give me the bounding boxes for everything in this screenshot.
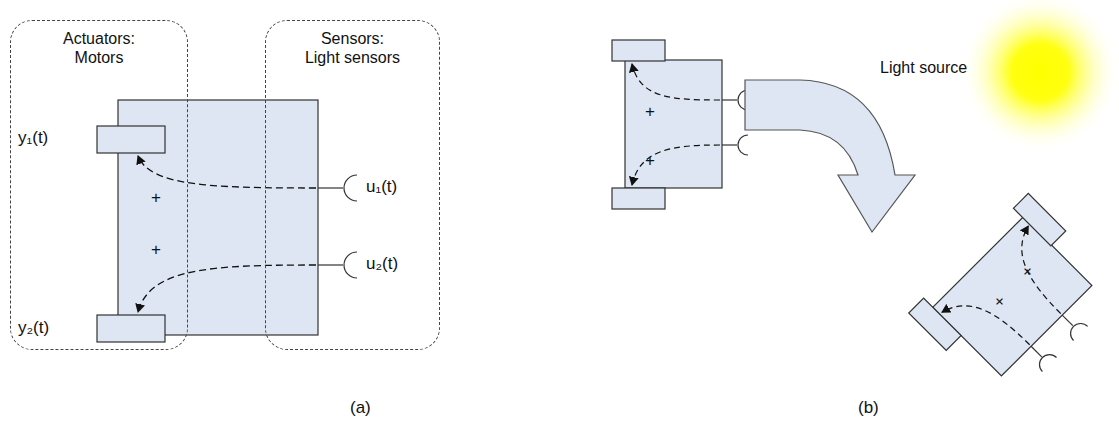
robot-b-end	[909, 193, 1119, 409]
light-glow	[960, 0, 1119, 152]
output-signal: y₂(t)	[18, 318, 49, 338]
region-heading: Actuators: Motors	[49, 29, 149, 67]
panel-label: (a)	[350, 398, 371, 418]
input-signal: u₁(t)	[366, 177, 397, 197]
sign-label: +	[151, 240, 161, 260]
signal-paths-b	[632, 64, 720, 185]
robot-b-start	[612, 40, 722, 209]
sign-label: +	[645, 151, 655, 171]
input-signal: u₂(t)	[366, 254, 398, 274]
robot-a	[97, 100, 318, 342]
signal-paths	[138, 156, 316, 312]
sensor-symbols-b	[722, 90, 748, 155]
output-signal: y₁(t)	[18, 128, 48, 148]
panel-label: (b)	[858, 398, 879, 418]
sign-label: +	[645, 102, 655, 122]
actuator-region: Actuators: Motors	[10, 20, 188, 350]
light-source-label: Light source	[880, 58, 967, 78]
region-heading: Sensors: Light sensors	[303, 29, 403, 67]
sensor-symbols	[318, 175, 357, 278]
motion-arrow	[745, 80, 915, 232]
sign-label: +	[151, 188, 161, 208]
sensor-region: Sensors: Light sensors	[265, 20, 440, 350]
